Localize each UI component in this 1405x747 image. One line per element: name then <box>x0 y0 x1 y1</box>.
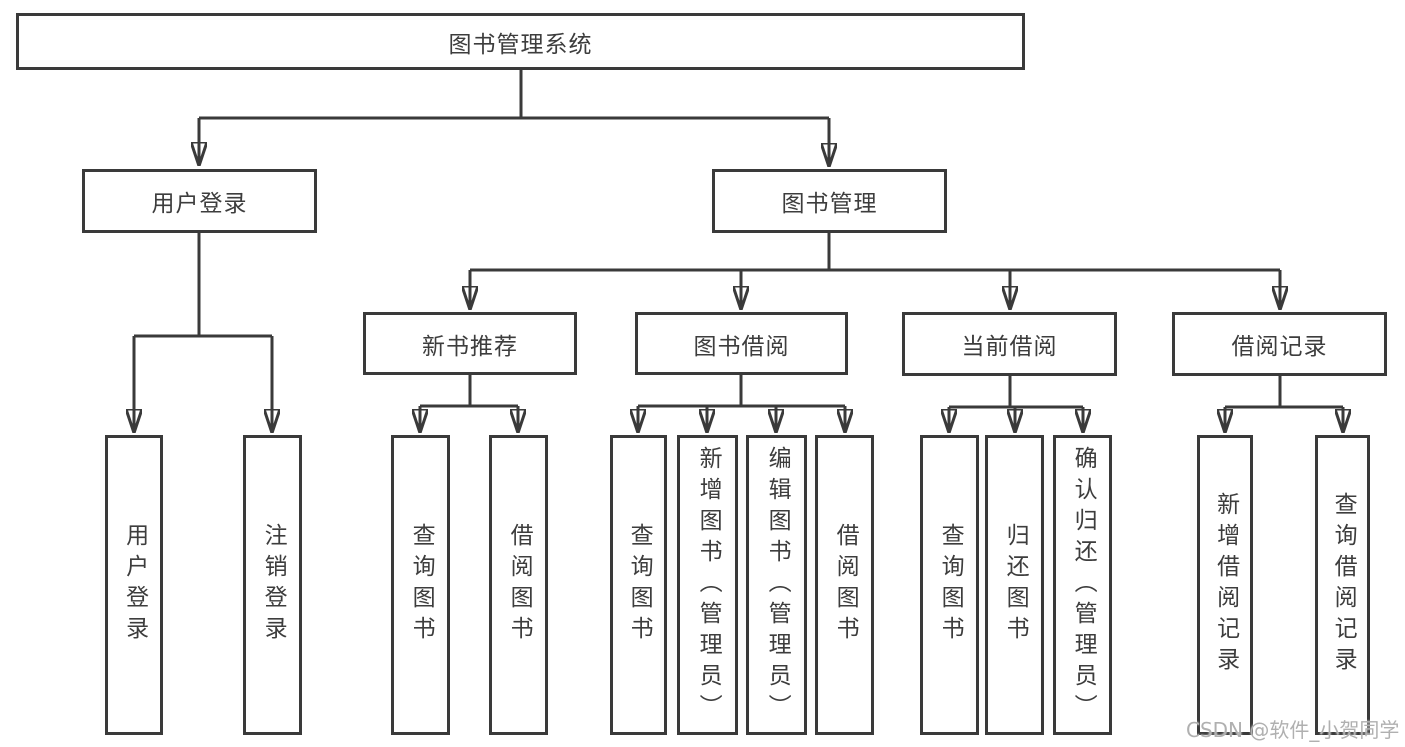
node-label: 图书借阅 <box>693 333 790 360</box>
node-label: 查询图书 <box>937 523 964 647</box>
node-new-book-recommend: 新书推荐 <box>363 312 577 375</box>
node-book-management: 图书管理 <box>712 169 947 233</box>
node-label: 图书管理系统 <box>448 31 593 58</box>
node-label: 注销登录 <box>260 523 287 647</box>
node-label: 查询图书 <box>626 523 653 647</box>
node-label: 新书推荐 <box>422 333 518 360</box>
node-label: 借阅图书 <box>506 523 533 647</box>
node-leaf-confirm-return-admin: 确认归还（管理员） <box>1053 435 1112 735</box>
node-leaf-edit-book-admin: 编辑图书（管理员） <box>746 435 807 735</box>
node-label: 用户登录 <box>121 523 148 647</box>
node-leaf-return-books: 归还图书 <box>985 435 1044 735</box>
node-library-management-system: 图书管理系统 <box>16 13 1025 70</box>
node-leaf-query-books-borrowing: 查询图书 <box>610 435 667 735</box>
node-leaf-query-borrow-record: 查询借阅记录 <box>1315 435 1370 735</box>
csdn-watermark: CSDN @软件_小贺同学 <box>1186 718 1400 742</box>
node-current-borrowing: 当前借阅 <box>902 312 1117 376</box>
node-label: 借阅图书 <box>832 523 859 647</box>
node-label: 查询图书 <box>408 523 435 647</box>
node-label: 借阅记录 <box>1231 334 1328 360</box>
node-label: 新增借阅记录 <box>1212 492 1239 678</box>
node-user-login: 用户登录 <box>82 169 317 233</box>
node-book-borrowing: 图书借阅 <box>635 312 848 375</box>
node-leaf-add-book-admin: 新增图书（管理员） <box>677 435 738 735</box>
node-label: 图书管理 <box>781 191 878 217</box>
node-leaf-borrow-books-recommend: 借阅图书 <box>489 435 548 735</box>
node-label: 当前借阅 <box>961 334 1058 360</box>
node-label: 编辑图书（管理员） <box>764 445 791 725</box>
node-leaf-borrow-books: 借阅图书 <box>815 435 874 735</box>
node-leaf-logout: 注销登录 <box>243 435 302 735</box>
node-label: 确认归还（管理员） <box>1070 445 1097 725</box>
node-label: 用户登录 <box>151 191 248 217</box>
node-borrowing-records: 借阅记录 <box>1172 312 1387 376</box>
node-leaf-user-login: 用户登录 <box>105 435 163 735</box>
node-leaf-add-borrow-record: 新增借阅记录 <box>1197 435 1253 735</box>
node-label: 新增图书（管理员） <box>695 445 722 725</box>
node-label: 归还图书 <box>1002 523 1029 647</box>
node-label: 查询借阅记录 <box>1330 492 1357 678</box>
node-leaf-query-books-recommend: 查询图书 <box>391 435 450 735</box>
node-leaf-query-books-current: 查询图书 <box>920 435 979 735</box>
